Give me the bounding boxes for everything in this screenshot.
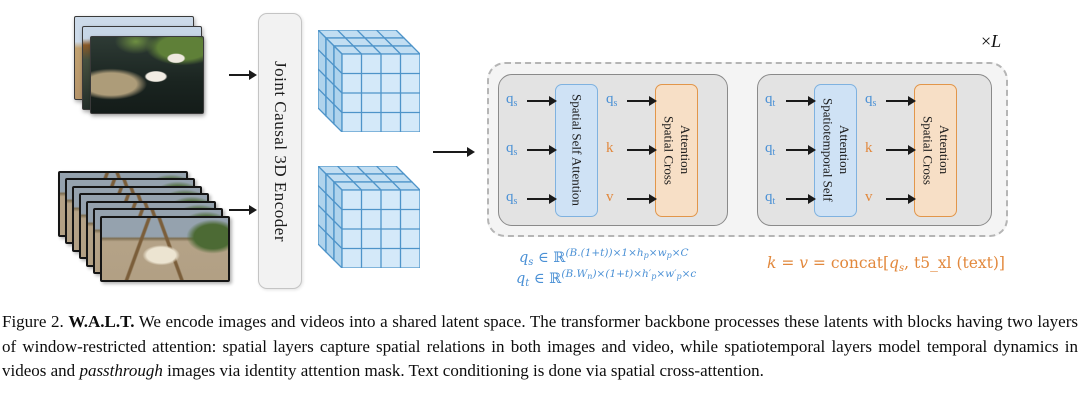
qs-label: qs	[506, 90, 518, 109]
input-row: qs	[506, 90, 557, 111]
latent-cube-grid-top	[318, 30, 420, 132]
spatiotemporal-attention-block: qt qt qt Spatiotemporal Self Attention q…	[757, 74, 992, 226]
spatial-self-attention-box: Spatial Self Attention	[555, 83, 598, 217]
spatial-self-attention-label: Spatial Self Attention	[569, 94, 585, 206]
input-row: qt	[765, 139, 816, 160]
video-frame-front-dog	[100, 216, 230, 282]
figure-number: Figure 2.	[2, 312, 69, 331]
qt-shape-formula: qt ∈ ℝ(B.Wn)×(1+t)×h′p×w′p×c	[516, 268, 697, 289]
arrow-right-icon	[886, 145, 916, 155]
caption-text-b: images via identity attention mask. Text…	[162, 361, 764, 380]
input-row: v	[865, 188, 916, 209]
photo-front-flamingos	[90, 36, 204, 114]
arrow-right-icon	[786, 194, 816, 204]
arrow-right-icon	[786, 145, 816, 155]
input-row: qt	[765, 90, 816, 111]
input-row: v	[606, 188, 657, 209]
arrow-latents-to-transformer-icon	[433, 147, 475, 157]
caption-text-a: We encode images and videos into a share…	[2, 312, 1078, 380]
input-row: qt	[765, 188, 816, 209]
spatial-cross-attention-label: Spatial Cross Attention	[661, 115, 693, 185]
arrow-right-icon	[786, 96, 816, 106]
block2-self-inputs: qt qt qt	[765, 84, 816, 217]
times-symbol: ×	[981, 31, 992, 51]
repeat-times-label: ×L	[981, 31, 1001, 52]
qt-label: qt	[765, 188, 776, 207]
method-name: W.A.L.T.	[68, 312, 135, 331]
input-row: qs	[865, 90, 916, 111]
input-row: qs	[506, 139, 557, 160]
arrow-right-icon	[627, 194, 657, 204]
qt-label: qt	[765, 139, 776, 158]
k-label: k	[865, 139, 873, 156]
arrow-right-icon	[627, 96, 657, 106]
arrow-right-icon	[527, 145, 557, 155]
caption-italic-word: passthrough	[79, 361, 163, 380]
qs-label: qs	[506, 139, 518, 158]
input-row: k	[865, 139, 916, 160]
joint-causal-3d-encoder-box: Joint Causal 3D Encoder	[258, 13, 302, 289]
latent-cube-grid-bottom	[318, 166, 420, 268]
input-row: qs	[506, 188, 557, 209]
qs-label: qs	[865, 90, 877, 109]
arrow-right-icon	[886, 96, 916, 106]
qt-label: qt	[765, 90, 776, 109]
qs-label: qs	[606, 90, 618, 109]
k-label: k	[606, 139, 614, 156]
block1-cross-inputs: qs k v	[606, 84, 657, 217]
arrow-image-to-encoder-icon	[229, 70, 257, 80]
arrow-right-icon	[627, 145, 657, 155]
spatial-attention-block: qs qs qs Spatial Self Attention qs k	[498, 74, 728, 226]
block1-self-inputs: qs qs qs	[506, 84, 557, 217]
qs-label: qs	[506, 188, 518, 207]
kv-formula: k = v = concat[qs, t5_xl (text)]	[767, 254, 1005, 274]
spatial-cross-attention-label-2: Spatial Cross Attention	[920, 115, 952, 185]
input-row: k	[606, 139, 657, 160]
input-row: qs	[606, 90, 657, 111]
arrow-right-icon	[527, 194, 557, 204]
qs-shape-formula: qs ∈ ℝ(B.(1+t))×1×hp×wp×C	[519, 247, 689, 268]
v-label: v	[606, 188, 614, 205]
figure-caption: Figure 2. W.A.L.T. We encode images and …	[2, 310, 1078, 384]
repeat-variable: L	[991, 31, 1002, 51]
block2-cross-inputs: qs k v	[865, 84, 916, 217]
arrow-video-to-encoder-icon	[229, 205, 257, 215]
spatiotemporal-self-attention-label: Spatiotemporal Self Attention	[820, 98, 852, 202]
spatial-cross-attention-box: Spatial Cross Attention	[655, 83, 698, 217]
v-label: v	[865, 188, 873, 205]
encoder-label: Joint Causal 3D Encoder	[271, 60, 290, 242]
arrow-right-icon	[886, 194, 916, 204]
arrow-right-icon	[527, 96, 557, 106]
spatial-cross-attention-box-2: Spatial Cross Attention	[914, 83, 957, 217]
spatiotemporal-self-attention-box: Spatiotemporal Self Attention	[814, 83, 857, 217]
